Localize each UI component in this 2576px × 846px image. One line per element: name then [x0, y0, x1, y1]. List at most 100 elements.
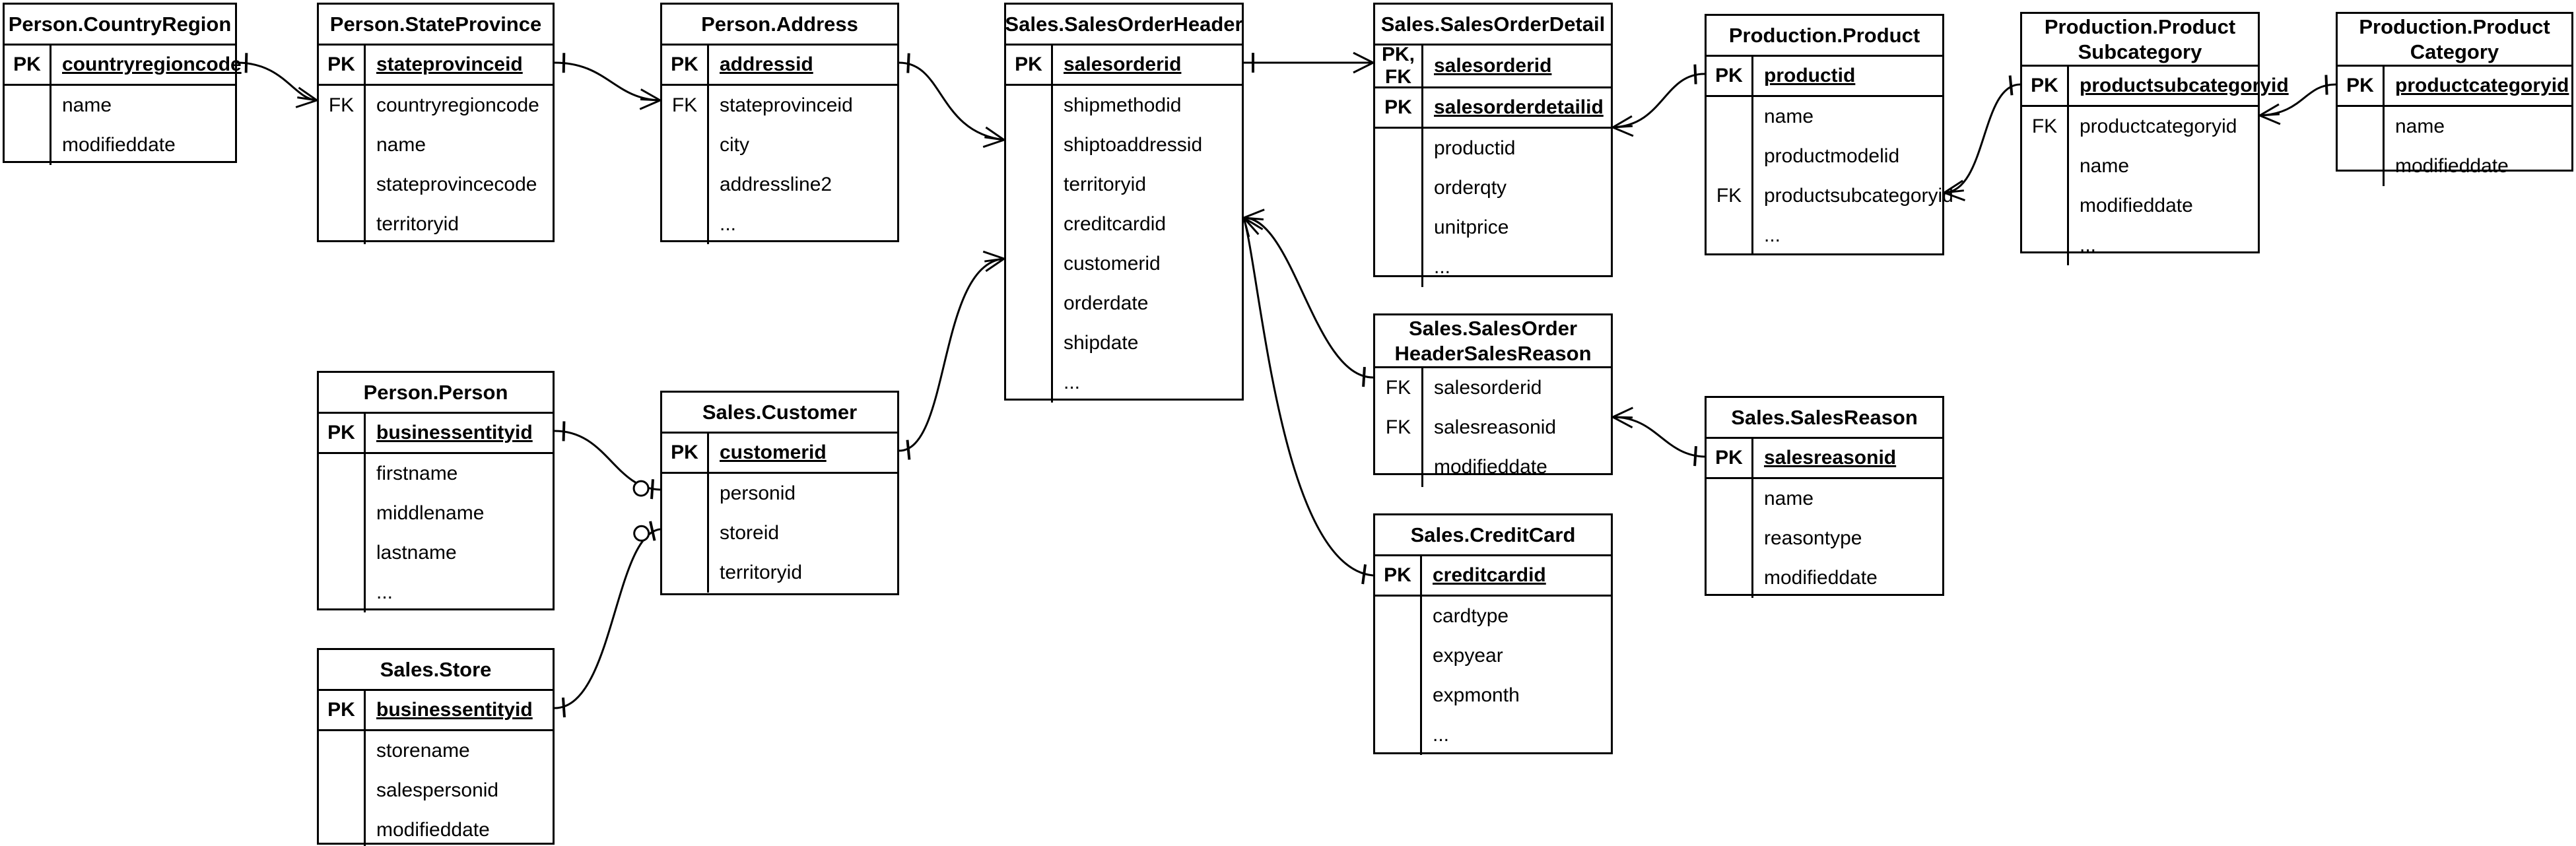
attribute-row[interactable]: shipmethodid — [1006, 86, 1242, 125]
attribute-row[interactable]: shiptoaddressid — [1006, 125, 1242, 165]
key-badge-empty — [319, 454, 364, 494]
attribute-name: salesorderdetailid — [1421, 88, 1611, 127]
relationship-rel-address-salesorderheader[interactable] — [898, 53, 1005, 148]
relationship-rel-salesorderheader-creditcard[interactable] — [1238, 217, 1374, 585]
relationship-rel-productsubcategory-product[interactable] — [1944, 75, 2021, 202]
attribute-row[interactable]: expmonth — [1375, 676, 1611, 715]
attribute-row[interactable]: name — [2338, 107, 2571, 146]
cardinality-marker-one-start — [906, 439, 911, 460]
attribute-row[interactable]: modifieddate — [2022, 186, 2258, 226]
attribute-row[interactable]: name — [319, 125, 553, 165]
attribute-row[interactable]: creditcardid — [1006, 205, 1242, 244]
key-badge-empty — [5, 86, 50, 125]
attribute-row[interactable]: expyear — [1375, 636, 1611, 676]
attribute-row[interactable]: reasontype — [1707, 519, 1942, 558]
attribute-row[interactable]: orderqty — [1375, 168, 1611, 208]
attribute-row[interactable]: ... — [2022, 226, 2258, 265]
attribute-row[interactable]: territoryid — [319, 205, 553, 244]
attribute-row[interactable]: city — [662, 125, 897, 165]
attribute-row[interactable]: ... — [1375, 715, 1611, 755]
attribute-row[interactable]: lastname — [319, 533, 553, 573]
relationship-rel-salesorderdetail-product[interactable] — [1612, 64, 1705, 137]
attribute-row[interactable]: modifieddate — [319, 810, 553, 846]
attribute-row[interactable]: ... — [1006, 363, 1242, 403]
attribute-row[interactable]: modifieddate — [2338, 146, 2571, 186]
relationship-rel-salesorderheader-salesorderdetail[interactable] — [1244, 51, 1374, 74]
relationship-rel-stateprovince-address[interactable] — [554, 53, 661, 110]
attribute-row[interactable]: productmodelid — [1707, 137, 1942, 176]
attribute-row[interactable]: storename — [319, 731, 553, 771]
attribute-row[interactable]: name — [1707, 97, 1942, 137]
attribute-row[interactable]: salespersonid — [319, 771, 553, 810]
relationship-rel-customer-salesorderheader[interactable] — [898, 250, 1005, 460]
attribute-row[interactable]: ... — [662, 205, 897, 244]
attribute-row[interactable]: orderdate — [1006, 284, 1242, 323]
attribute-row[interactable]: stateprovincecode — [319, 165, 553, 205]
attribute-row[interactable]: unitprice — [1375, 208, 1611, 247]
attribute-row[interactable]: personid — [662, 474, 897, 513]
attribute-row[interactable]: ... — [1375, 247, 1611, 287]
attribute-row[interactable]: storeid — [662, 513, 897, 553]
attribute-row[interactable]: name — [2022, 146, 2258, 186]
attribute-row[interactable]: middlename — [319, 494, 553, 533]
attribute-row[interactable]: modifieddate — [5, 125, 235, 165]
attribute-row[interactable]: name — [1707, 479, 1942, 519]
relationship-rel-sohsalesreason-salesreason[interactable] — [1612, 407, 1705, 467]
attribute-row[interactable]: customerid — [1006, 244, 1242, 284]
attribute-row[interactable]: modifieddate — [1707, 558, 1942, 598]
attribute-row[interactable]: ... — [319, 573, 553, 612]
relationship-rel-countryregion-stateprovince[interactable] — [236, 53, 318, 108]
entity-title: Sales.Store — [319, 650, 553, 691]
attribute-row[interactable]: name — [5, 86, 235, 125]
relationship-rel-store-customer[interactable] — [554, 521, 661, 718]
attribute-row[interactable]: territoryid — [662, 553, 897, 593]
attribute-row[interactable]: territoryid — [1006, 165, 1242, 205]
relationship-rel-salesorderheader-sohsalesreason[interactable] — [1243, 209, 1374, 387]
attribute-row[interactable]: addressline2 — [662, 165, 897, 205]
attribute-row[interactable]: firstname — [319, 454, 553, 494]
attribute-name: name — [1751, 97, 1942, 137]
attribute-row[interactable]: cardtype — [1375, 597, 1611, 636]
attribute-row[interactable]: modifieddate — [1375, 447, 1611, 487]
relationship-path — [236, 61, 318, 102]
relationship-rel-person-customer[interactable] — [554, 421, 661, 500]
attribute-row[interactable]: ... — [1707, 216, 1942, 255]
attribute-row[interactable]: shipdate — [1006, 323, 1242, 363]
attribute-row[interactable]: productid — [1375, 129, 1611, 168]
